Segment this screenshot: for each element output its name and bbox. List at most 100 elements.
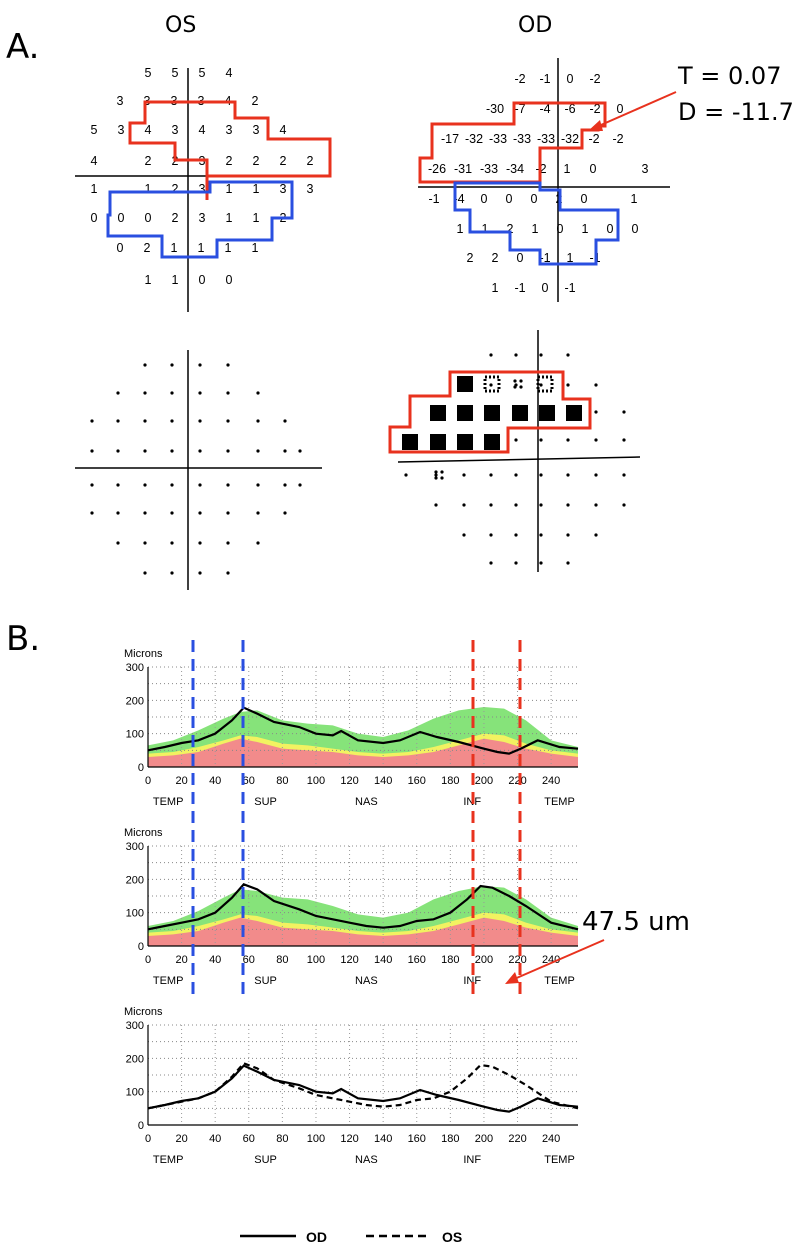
- x-tick-label: 80: [276, 775, 288, 787]
- os-value: 2: [172, 211, 179, 225]
- od-value: 0: [531, 192, 538, 206]
- x-tick-label: 20: [175, 954, 187, 966]
- os-value: 2: [144, 241, 151, 255]
- x-tick-label: 0: [145, 954, 151, 966]
- od-pd-dot: [514, 353, 518, 357]
- os-value: 4: [91, 154, 98, 168]
- t-d-annotation-arrowhead: [588, 120, 603, 131]
- od-value: 3: [642, 162, 649, 176]
- x-tick-label: 140: [374, 1133, 392, 1145]
- od-defect-square: [457, 376, 473, 392]
- sector-label: NAS: [355, 975, 378, 987]
- outside-normal-band: [148, 917, 578, 946]
- od-pd-dot: [539, 533, 543, 537]
- os-pd-dot: [170, 419, 174, 423]
- od-value: -1: [514, 281, 525, 295]
- od-value: 0: [581, 192, 588, 206]
- thickness-difference-annotation: 47.5 um: [582, 907, 690, 937]
- x-tick-label: 20: [175, 775, 187, 787]
- os-value: 4: [280, 123, 287, 137]
- x-tick-label: 240: [542, 1133, 560, 1145]
- od-pd-dot: [514, 438, 518, 442]
- od-pd-dot: [489, 533, 493, 537]
- os-pd-dot: [256, 541, 260, 545]
- od-value: -26: [428, 162, 446, 176]
- od-pd-dot: [566, 383, 570, 387]
- od-pd-dot: [594, 438, 598, 442]
- od-partial-defect-cell: [483, 375, 501, 393]
- os-value: 3: [118, 123, 125, 137]
- od-pd-dot: [462, 473, 466, 477]
- series-line-os: [147, 883, 579, 931]
- os-pd-dot: [170, 541, 174, 545]
- x-tick-label: 100: [307, 775, 325, 787]
- y-axis-label: Microns: [124, 1006, 163, 1018]
- y-tick-label: 300: [126, 1020, 144, 1032]
- od-value: -4: [539, 102, 550, 116]
- os-value: 1: [172, 273, 179, 287]
- difference-annotation-arrow-line: [511, 939, 605, 981]
- od-value: -4: [453, 192, 464, 206]
- os-value: 1: [145, 273, 152, 287]
- os-value: 3: [117, 94, 124, 108]
- od-value: 1: [567, 251, 574, 265]
- os-pd-dot: [298, 483, 302, 487]
- od-value: -2: [589, 72, 600, 86]
- os-pd-dot: [198, 419, 202, 423]
- od-pd-dot: [539, 353, 543, 357]
- t-d-annotation-arrow-line: [593, 91, 677, 129]
- os-value: 4: [145, 123, 152, 137]
- od-pd-dot: [519, 385, 523, 389]
- od-value: 0: [506, 192, 513, 206]
- os-value: 0: [199, 273, 206, 287]
- os-pd-dot: [283, 483, 287, 487]
- od-pd-dot: [462, 503, 466, 507]
- od-value: 2: [467, 251, 474, 265]
- x-tick-label: 40: [209, 954, 221, 966]
- od-pd-dot: [434, 470, 438, 474]
- od-value: 1: [482, 222, 489, 236]
- y-tick-label: 0: [138, 1120, 144, 1132]
- panel-a-label: A.: [6, 27, 39, 67]
- os-pattern-deviation-dots: [90, 363, 302, 575]
- od-defect-square: [484, 434, 500, 450]
- os-pd-dot: [198, 449, 202, 453]
- od-value: 1: [631, 192, 638, 206]
- od-pd-dot: [513, 385, 517, 389]
- os-value: 1: [253, 182, 260, 196]
- os-value: 0: [91, 211, 98, 225]
- y-tick-label: 300: [126, 662, 144, 674]
- x-tick-label: 220: [508, 775, 526, 787]
- series-line-od: [147, 1064, 579, 1113]
- os-value: 2: [307, 154, 314, 168]
- sector-label: TEMP: [153, 796, 184, 808]
- sector-label: NAS: [355, 1154, 378, 1166]
- os-pd-dot: [256, 449, 260, 453]
- od-pd-dot: [566, 503, 570, 507]
- os-value: 0: [118, 211, 125, 225]
- od-pd-dot: [434, 503, 438, 507]
- od-pd-dot: [539, 383, 543, 387]
- od-pd-dot: [514, 533, 518, 537]
- x-tick-label: 140: [374, 954, 392, 966]
- x-tick-label: 180: [441, 775, 459, 787]
- od-defect-square: [539, 405, 555, 421]
- panel-b-label: B.: [6, 619, 40, 659]
- x-tick-label: 80: [276, 1133, 288, 1145]
- x-tick-label: 200: [475, 954, 493, 966]
- od-pd-dot: [434, 476, 438, 480]
- od-pd-dot: [434, 473, 438, 477]
- x-tick-label: 240: [542, 775, 560, 787]
- sector-label: NAS: [355, 796, 378, 808]
- od-pd-dot: [594, 503, 598, 507]
- od-value: 0: [590, 162, 597, 176]
- os-value: 3: [253, 123, 260, 137]
- od-pd-dot: [539, 438, 543, 442]
- os-pd-dot: [116, 511, 120, 515]
- od-value: -31: [454, 162, 472, 176]
